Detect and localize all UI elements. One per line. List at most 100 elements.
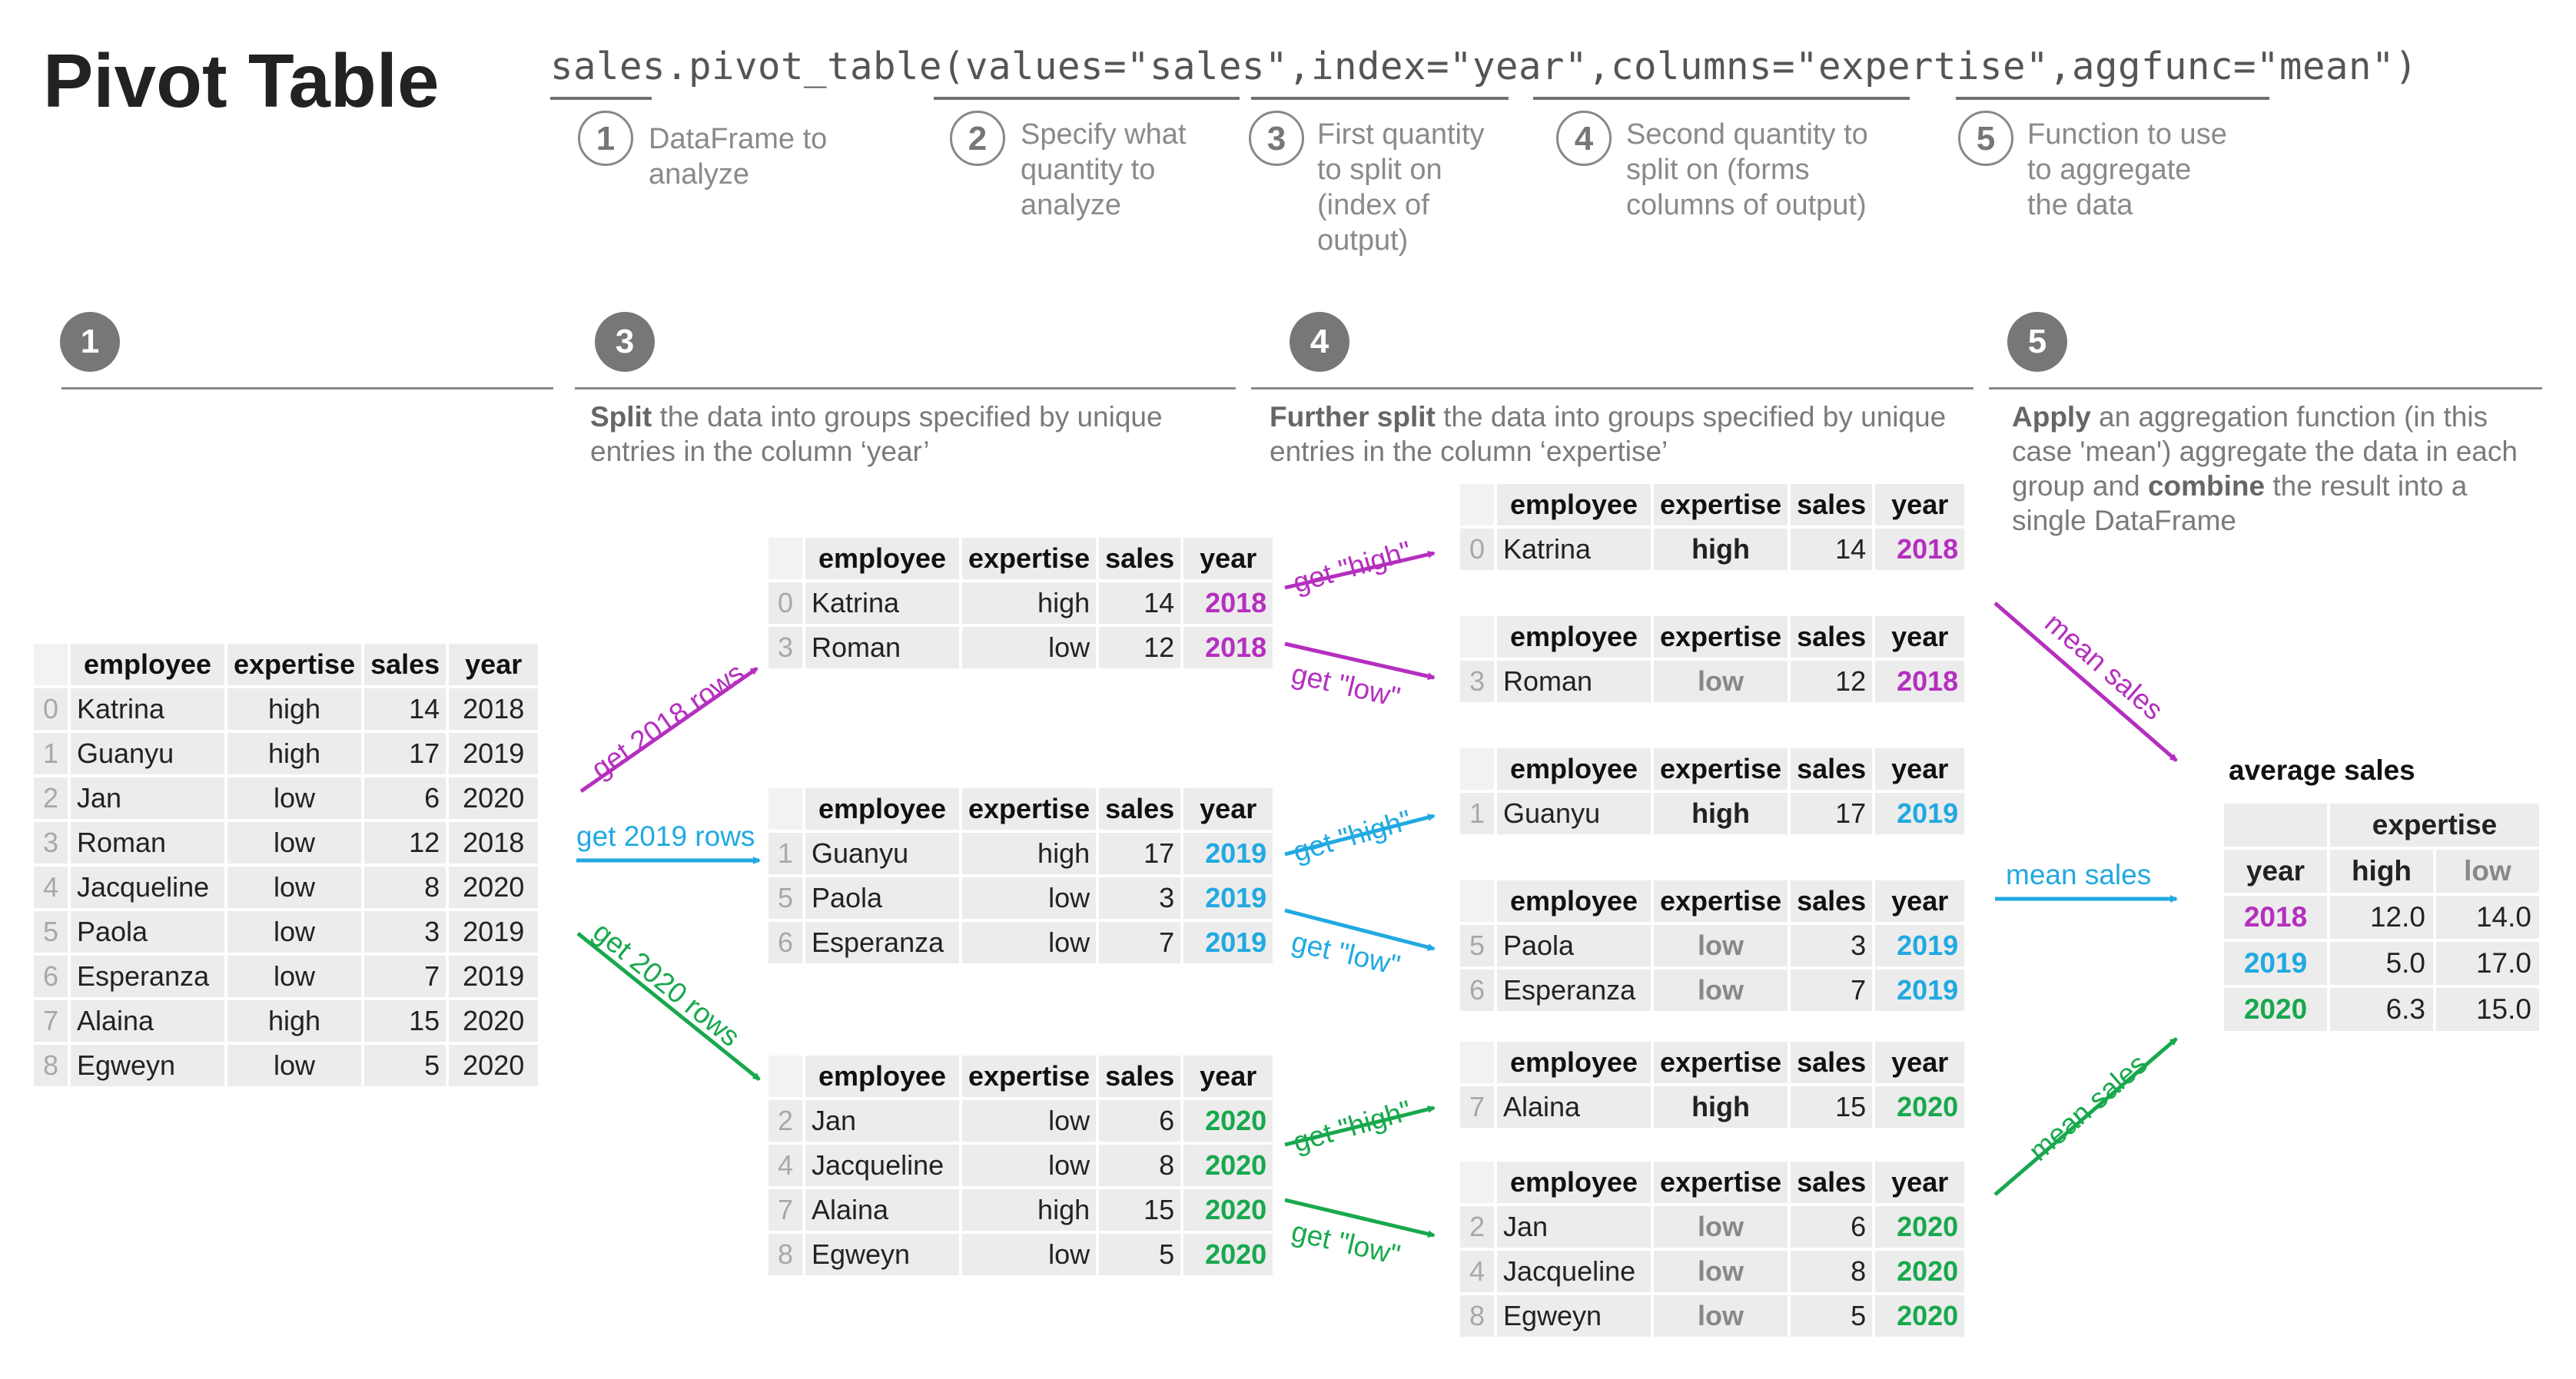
sales-cell: 12 [1099,627,1181,668]
column-header-employee: employee [71,644,224,685]
row-index: 6 [34,956,68,997]
employee-cell: Egweyn [1497,1295,1651,1337]
year-cell: 2020 [1875,1086,1965,1128]
year-cell: 2019 [1875,925,1965,966]
employee-cell: Alaina [1497,1086,1651,1128]
row-index: 1 [768,833,802,874]
year-cell: 2020 [1183,1234,1273,1275]
label-mean-sales-2019: mean sales [2006,859,2152,890]
expertise-cell: high [1654,529,1788,570]
sales-cell: 6 [1099,1100,1181,1142]
year-cell: 2020 [449,867,539,908]
employee-cell: Esperanza [805,922,959,963]
sales-cell: 8 [1099,1145,1181,1186]
employee-cell: Jacqueline [1497,1251,1651,1292]
row-index: 0 [768,582,802,624]
step-1-circle: 1 [578,111,633,166]
expertise-cell: high [1654,1086,1788,1128]
row-index: 0 [34,688,68,730]
code-underline-1 [550,97,652,100]
sales-cell: 3 [1099,877,1181,919]
result-cell-low: 17.0 [2436,942,2539,985]
expertise-cell: high [227,1000,362,1042]
employee-cell: Roman [71,822,224,864]
employee-cell: Esperanza [71,956,224,997]
row-index: 4 [1460,1251,1494,1292]
arrow-mean-2020 [1993,1037,2178,1196]
column-header-sales: sales [1099,538,1181,579]
column-header-expertise: expertise [1654,748,1788,790]
column-header-year: year [1183,788,1273,830]
index-header [768,538,802,579]
result-row-year: 2020 [2224,988,2327,1031]
arrow-get-2018 [579,666,759,794]
column-header-expertise: expertise [1654,1162,1788,1203]
year-cell: 2019 [1875,793,1965,834]
expertise-cell: low [227,956,362,997]
row-index: 7 [1460,1086,1494,1128]
row-index: 4 [34,867,68,908]
sales-cell: 6 [364,777,446,819]
year-cell: 2018 [1875,661,1965,702]
year-cell: 2019 [449,733,539,774]
column-header-expertise: expertise [962,788,1097,830]
row-index: 0 [1460,529,1494,570]
year-cell: 2018 [1875,529,1965,570]
year-cell: 2018 [1183,582,1273,624]
code-snippet: sales.pivot_table(values="sales",index="… [550,45,2418,88]
section-5-rule [1989,387,2542,390]
result-cell-low: 15.0 [2436,988,2539,1031]
column-header-year: year [1183,1056,1273,1097]
section-4-rule [1251,387,1973,390]
expertise-cell: high [227,688,362,730]
row-index: 8 [768,1234,802,1275]
sales-cell: 15 [1791,1086,1873,1128]
code-underline-5 [1956,97,2269,100]
result-corner [2224,804,2327,847]
row-index: 3 [1460,661,1494,702]
section-3-marker: 3 [595,312,655,372]
expertise-cell: low [1654,1251,1788,1292]
expertise-cell: low [227,1045,362,1086]
code-underline-2 [934,97,1240,100]
year-cell: 2020 [1183,1189,1273,1231]
arrow-mean-2018 [1993,602,2178,762]
column-header-expertise: expertise [1654,1042,1788,1083]
column-header-sales: sales [1099,1056,1181,1097]
result-cell-high: 12.0 [2330,896,2433,939]
expertise-cell: high [962,582,1097,624]
column-header-sales: sales [1791,748,1873,790]
sales-cell: 3 [364,911,446,953]
expertise-cell: high [962,833,1097,874]
index-header [1460,748,1494,790]
expertise-cell: low [1654,1295,1788,1337]
expertise-cell: high [1654,793,1788,834]
row-index: 2 [768,1100,802,1142]
column-header-year: year [1875,616,1965,658]
sales-cell: 15 [1099,1189,1181,1231]
year-cell: 2019 [1875,970,1965,1011]
expertise-cell: low [962,1145,1097,1186]
row-index: 7 [768,1189,802,1231]
sales-cell: 12 [1791,661,1873,702]
column-header-sales: sales [1791,880,1873,922]
employee-cell: Esperanza [1497,970,1651,1011]
column-header-year: year [1875,484,1965,525]
expertise-cell: low [962,1234,1097,1275]
column-header-year: year [449,644,539,685]
employee-cell: Jan [71,777,224,819]
sales-cell: 7 [1791,970,1873,1011]
